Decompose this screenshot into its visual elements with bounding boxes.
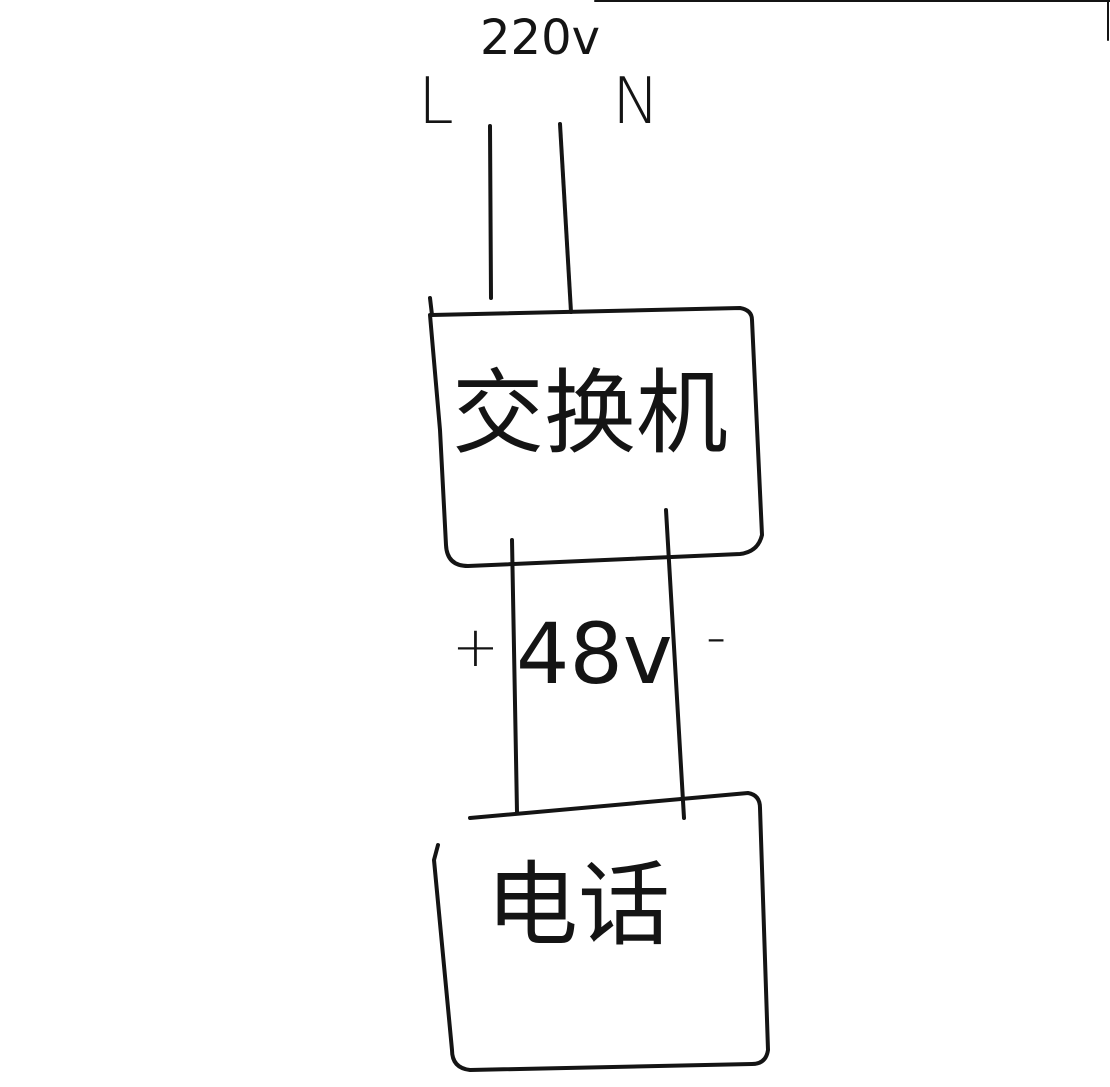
phone-box: [432, 791, 770, 1072]
line-voltage-label: 48v: [516, 605, 673, 703]
supply-voltage-label: 220v: [480, 10, 601, 66]
switch-box-label: 交换机: [452, 360, 729, 467]
positive-label: +: [452, 615, 499, 680]
phone-box-label: 电话: [486, 852, 671, 959]
live-wire: [488, 124, 493, 300]
positive-wire: [510, 538, 519, 814]
negative-wire: [664, 508, 686, 820]
neutral-label: N: [612, 65, 660, 139]
switch-box: [428, 296, 764, 568]
live-label: L: [418, 65, 454, 139]
negative-label: -: [706, 605, 727, 670]
neutral-wire: [558, 122, 573, 314]
